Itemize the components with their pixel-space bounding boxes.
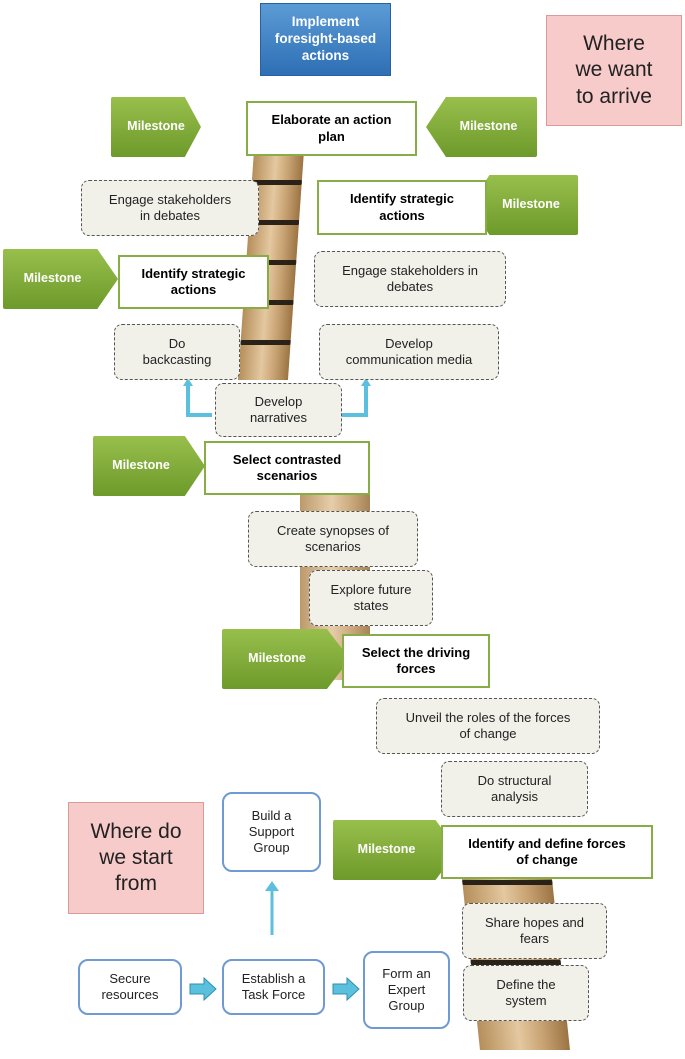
milestone-driving-forces: Milestone	[222, 629, 350, 689]
top-goal-box: Implement foresight-based actions	[260, 3, 391, 76]
box-secure-resources: Secure resources	[78, 959, 182, 1015]
gate-select-driving-forces: Select the driving forces	[342, 634, 490, 688]
activity-engage-stakeholders-right: Engage stakeholders in debates	[314, 251, 506, 307]
activity-define-system: Define the system	[463, 965, 589, 1021]
activity-engage-stakeholders-left: Engage stakeholders in debates	[81, 180, 259, 236]
milestone-forces-of-change: Milestone	[333, 820, 458, 880]
box-build-support-group: Build a Support Group	[222, 792, 321, 872]
gate-identify-strategic-actions-right: Identify strategic actions	[317, 180, 487, 235]
activity-do-structural-analysis: Do structural analysis	[441, 761, 588, 817]
milestone-strategic-actions-left: Milestone	[3, 249, 118, 309]
gate-identify-forces-of-change: Identify and define forces of change	[441, 825, 653, 879]
activity-unveil-roles: Unveil the roles of the forces of change	[376, 698, 600, 754]
bracket-arrow-left	[186, 383, 212, 417]
gate-elaborate-action-plan: Elaborate an action plan	[246, 101, 417, 156]
milestone-action-plan-right: Milestone	[426, 97, 537, 157]
milestone-strategic-actions-right: Milestone	[470, 175, 578, 235]
activity-develop-narratives: Develop narratives	[215, 383, 342, 437]
activity-share-hopes-fears: Share hopes and fears	[462, 903, 607, 959]
arrow-to-support-group	[265, 881, 279, 935]
arrow-to-expert-group	[332, 976, 360, 1002]
gate-select-contrasted-scenarios: Select contrasted scenarios	[204, 441, 370, 495]
box-form-expert-group: Form an Expert Group	[363, 951, 450, 1029]
milestone-action-plan-left: Milestone	[111, 97, 201, 157]
activity-develop-communication-media: Develop communication media	[319, 324, 499, 380]
arrow-to-task-force	[189, 976, 217, 1002]
activity-create-synopses: Create synopses of scenarios	[248, 511, 418, 567]
destination-box: Where we want to arrive	[546, 15, 682, 126]
origin-box: Where do we start from	[68, 802, 204, 914]
bracket-arrow-right	[342, 383, 368, 417]
activity-explore-future-states: Explore future states	[309, 570, 433, 626]
milestone-contrasted-scenarios: Milestone	[93, 436, 205, 496]
box-establish-task-force: Establish a Task Force	[222, 959, 325, 1015]
activity-do-backcasting: Do backcasting	[114, 324, 240, 380]
gate-identify-strategic-actions-left: Identify strategic actions	[118, 255, 269, 309]
